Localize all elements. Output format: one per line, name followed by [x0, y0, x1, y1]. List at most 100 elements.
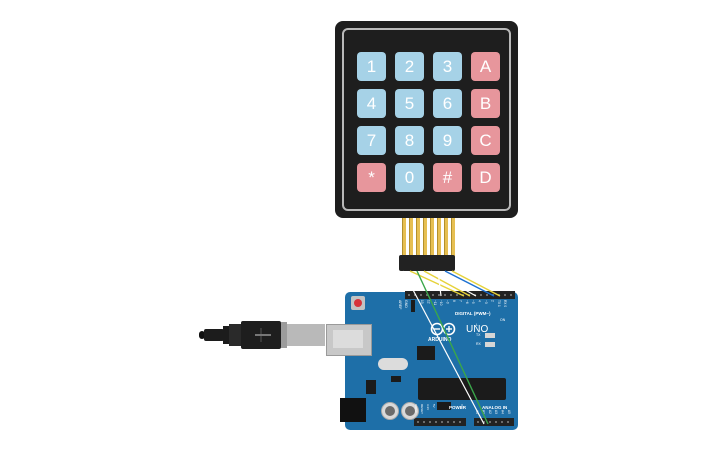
pin-socket[interactable] — [414, 294, 416, 296]
jumper-wire[interactable] — [402, 270, 485, 425]
microcontroller-chip — [418, 378, 506, 400]
voltage-regulator — [366, 380, 376, 394]
key-9[interactable]: 9 — [433, 126, 462, 155]
model-label: UNO — [466, 324, 489, 335]
on-label: ON — [500, 318, 506, 322]
jumper-wire[interactable] — [451, 270, 501, 297]
pin-socket[interactable] — [453, 421, 455, 423]
analog-pin-header[interactable] — [474, 418, 514, 426]
pin-socket[interactable] — [432, 294, 434, 296]
pin-socket[interactable] — [435, 421, 437, 423]
key-0[interactable]: 0 — [395, 163, 424, 192]
pin-socket[interactable] — [486, 294, 488, 296]
jumper-wire[interactable] — [444, 270, 495, 297]
digital-pin-label: 4 — [477, 300, 482, 302]
pin-socket[interactable] — [420, 294, 422, 296]
digital-pin-label: ~3 — [484, 300, 488, 304]
analog-pin-label: A1 — [481, 410, 486, 414]
analog-pin-label: A5 — [507, 410, 511, 414]
pin-socket[interactable] — [495, 421, 497, 423]
pin-socket[interactable] — [489, 421, 491, 423]
key-star[interactable]: * — [357, 163, 386, 192]
pin-socket[interactable] — [483, 421, 485, 423]
key-c[interactable]: C — [471, 126, 500, 155]
digital-pin-label: ~10 — [439, 300, 444, 306]
key-3[interactable]: 3 — [433, 52, 462, 81]
key-8[interactable]: 8 — [395, 126, 424, 155]
jumper-wire[interactable] — [437, 270, 442, 297]
analog-pin-label: A3 — [494, 410, 499, 414]
jumper-wire[interactable] — [423, 270, 471, 297]
pin-socket[interactable] — [510, 294, 512, 296]
digital-pin-label: ~11 — [432, 300, 437, 306]
capacitor — [401, 402, 419, 420]
analog-pin-label: A2 — [487, 410, 492, 414]
digital-label: DIGITAL (PWM~) — [455, 311, 491, 316]
pin-socket[interactable] — [426, 294, 428, 296]
pin-socket[interactable] — [444, 294, 446, 296]
digital-pin-label: ~9 — [445, 300, 450, 304]
key-d[interactable]: D — [471, 163, 500, 192]
analog-pin-label: A4 — [500, 410, 505, 414]
pin-socket[interactable] — [441, 421, 443, 423]
key-hash[interactable]: # — [433, 163, 462, 192]
keypad-connector-header — [399, 255, 455, 271]
key-1[interactable]: 1 — [357, 52, 386, 81]
aref-pin — [411, 300, 415, 312]
smd-component — [391, 376, 401, 382]
reset-button[interactable] — [351, 296, 365, 310]
key-5[interactable]: 5 — [395, 89, 424, 118]
pin-socket[interactable] — [408, 294, 410, 296]
jumper-wire[interactable] — [416, 270, 489, 425]
key-b[interactable]: B — [471, 89, 500, 118]
ribbon-lead — [402, 218, 406, 258]
power-jack[interactable] — [340, 398, 366, 422]
digital-pin-label: TX 1 — [496, 300, 501, 307]
pin-socket[interactable] — [501, 421, 503, 423]
key-4[interactable]: 4 — [357, 89, 386, 118]
pin-socket[interactable] — [450, 294, 452, 296]
ribbon-lead — [444, 218, 448, 258]
key-6[interactable]: 6 — [433, 89, 462, 118]
digital-pin-label: ~6 — [464, 300, 469, 304]
pin-socket[interactable] — [480, 294, 482, 296]
power-pin-header[interactable] — [414, 418, 466, 426]
vin-label: Vin — [460, 404, 464, 409]
pin-socket[interactable] — [417, 421, 419, 423]
digital-pin-label: 12 — [426, 300, 431, 304]
v33-label: 3.3V — [426, 404, 430, 411]
pin-socket[interactable] — [447, 421, 449, 423]
usb-chip — [417, 346, 435, 360]
pin-socket[interactable] — [459, 421, 461, 423]
pin-socket[interactable] — [456, 294, 458, 296]
pin-socket[interactable] — [438, 294, 440, 296]
capacitor — [381, 402, 399, 420]
digital-pin-label: 7 — [458, 300, 463, 302]
ribbon-lead — [437, 218, 441, 258]
digital-pin-label: ~5 — [471, 300, 476, 304]
l-label: L — [476, 323, 478, 327]
v5-label: 5V — [432, 404, 436, 408]
reset-label: RESET — [420, 404, 424, 415]
rx-label: RX — [476, 342, 481, 346]
pin-socket[interactable] — [507, 421, 509, 423]
pin-socket[interactable] — [477, 421, 479, 423]
digital-pin-label: 8 — [452, 300, 456, 302]
pin-socket[interactable] — [504, 294, 506, 296]
digital-pin-header[interactable] — [405, 291, 515, 299]
key-2[interactable]: 2 — [395, 52, 424, 81]
ribbon-lead — [416, 218, 420, 258]
smd-component — [437, 402, 451, 410]
usb-port[interactable] — [326, 324, 372, 356]
aref-label: AREF — [398, 300, 402, 310]
arduino-uno-board[interactable] — [345, 292, 518, 430]
digital-pin-label: RX 0 — [503, 300, 508, 308]
keypad-frame — [342, 28, 511, 211]
pin-socket[interactable] — [423, 421, 425, 423]
key-7[interactable]: 7 — [357, 126, 386, 155]
key-a[interactable]: A — [471, 52, 500, 81]
power-label: POWER — [449, 405, 467, 410]
pin-socket[interactable] — [429, 421, 431, 423]
